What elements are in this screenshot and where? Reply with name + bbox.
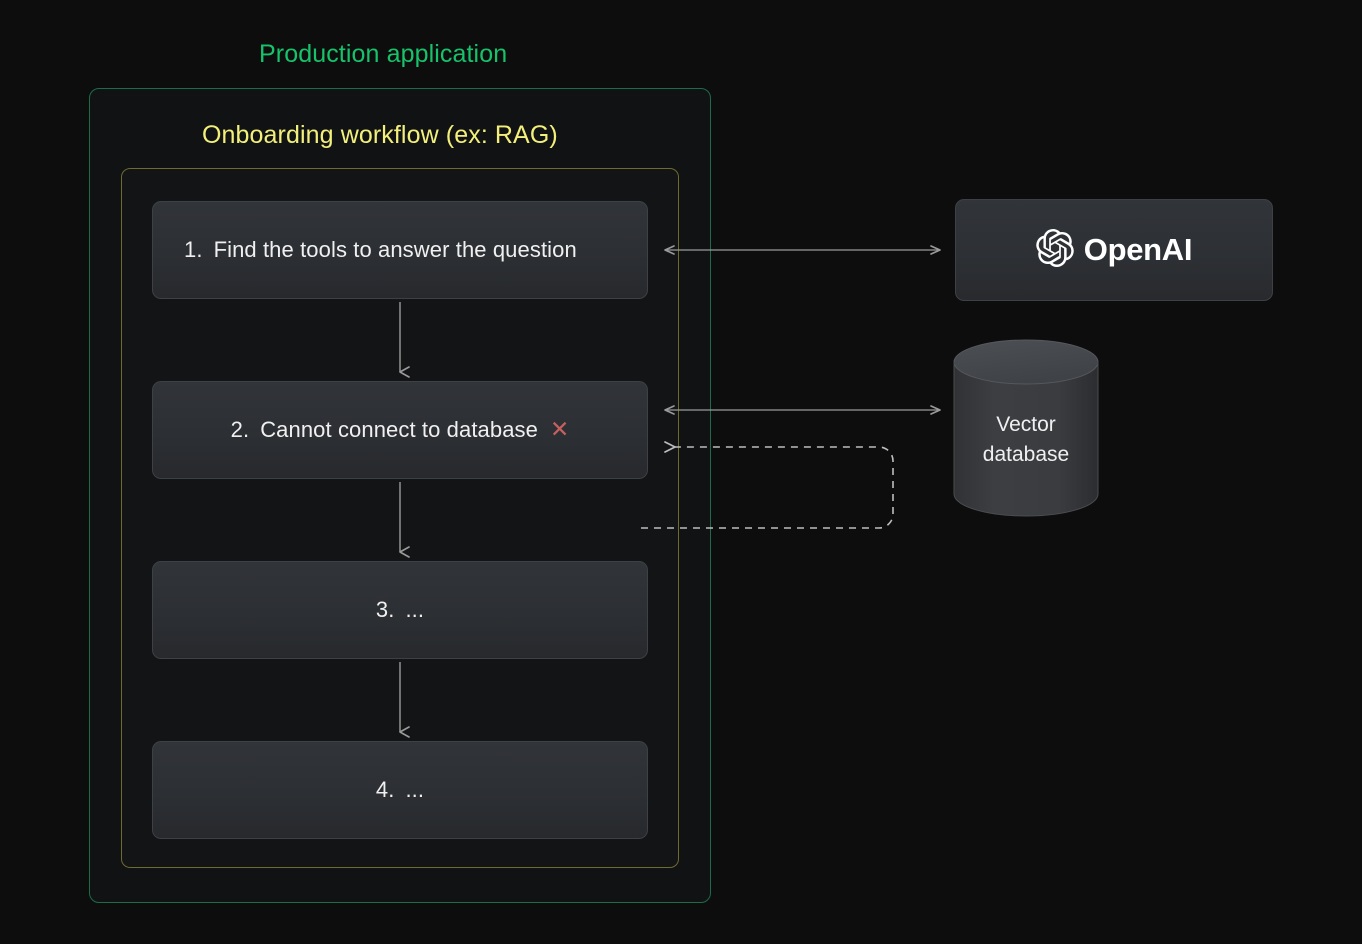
step-4-number: 4. <box>375 777 395 802</box>
workflow-step-2[interactable]: 2. Cannot connect to database ✕ <box>152 381 648 479</box>
error-x-icon: ✕ <box>550 416 570 442</box>
openai-service-box[interactable]: OpenAI <box>955 199 1273 301</box>
step-1-number: 1. <box>184 237 203 262</box>
openai-wordmark: OpenAI <box>1083 232 1193 267</box>
openai-logo-icon <box>1036 228 1074 272</box>
workflow-step-3[interactable]: 3. ... <box>152 561 648 659</box>
step-1-label: Find the tools to answer the question <box>213 237 577 262</box>
step-3-label: ... <box>405 597 425 622</box>
onboarding-workflow-title: Onboarding workflow (ex: RAG) <box>202 121 558 149</box>
workflow-step-4[interactable]: 4. ... <box>152 741 648 839</box>
database-cylinder-icon[interactable] <box>953 339 1099 517</box>
step-3-number: 3. <box>375 597 395 622</box>
production-application-title: Production application <box>259 40 508 68</box>
workflow-step-1[interactable]: 1. Find the tools to answer the question <box>152 201 648 299</box>
step-4-label: ... <box>405 777 425 802</box>
step-2-number: 2. <box>230 417 250 442</box>
step-2-label: Cannot connect to database <box>260 417 538 442</box>
